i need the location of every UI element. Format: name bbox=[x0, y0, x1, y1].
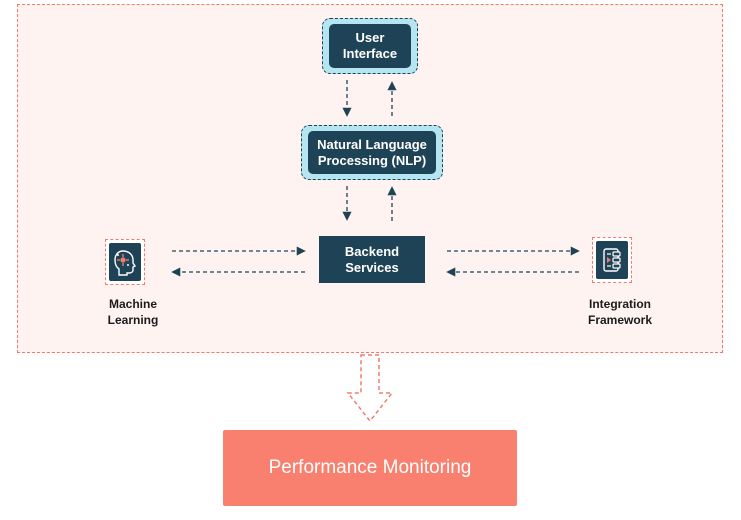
machine-learning-icon-frame[interactable] bbox=[105, 239, 145, 285]
nlp-node[interactable]: Natural Language Processing (NLP) bbox=[308, 131, 436, 174]
performance-monitoring-label: Performance Monitoring bbox=[268, 457, 472, 478]
machine-learning-label: Machine Learning bbox=[107, 297, 159, 327]
user-interface-label: User Interface bbox=[342, 30, 398, 61]
integration-label: Integration Framework bbox=[587, 297, 653, 327]
user-interface-node[interactable]: User Interface bbox=[329, 24, 411, 68]
integration-icon-frame[interactable] bbox=[592, 237, 632, 283]
arrow-to-performance bbox=[346, 354, 394, 423]
performance-monitoring-node[interactable]: Performance Monitoring bbox=[223, 430, 517, 506]
ai-head-icon bbox=[114, 250, 137, 276]
backend-services-node[interactable]: Backend Services bbox=[319, 236, 425, 283]
nlp-label: Natural Language Processing (NLP) bbox=[317, 136, 427, 168]
integration-stack-icon bbox=[603, 248, 621, 272]
backend-services-label: Backend Services bbox=[344, 243, 400, 275]
